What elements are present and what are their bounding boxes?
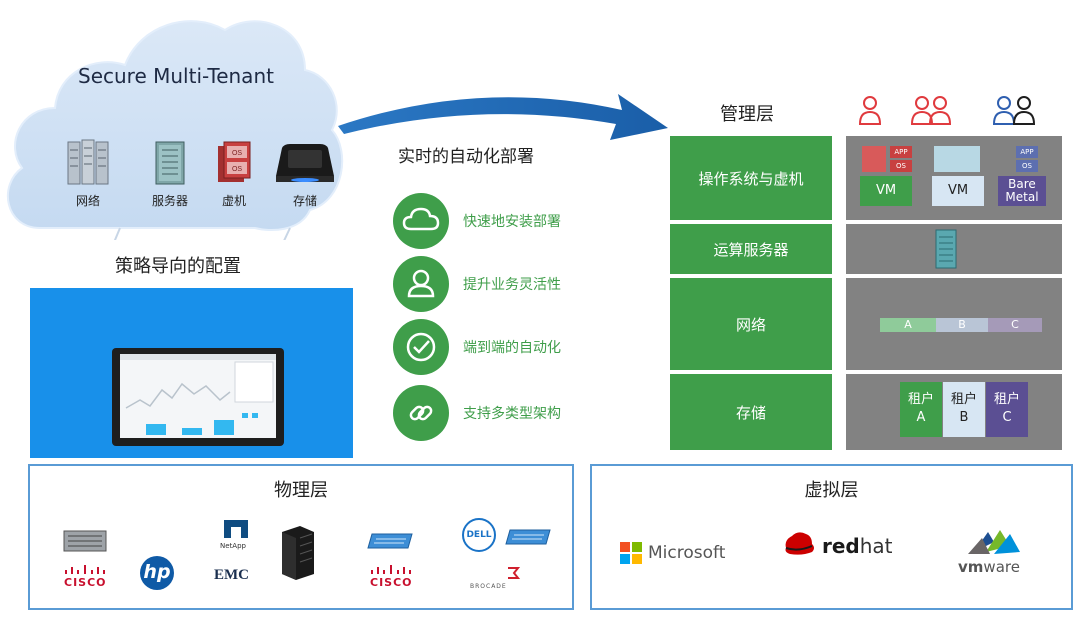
network-segment-b: B xyxy=(936,318,988,332)
server-icon xyxy=(155,141,185,185)
app-label: APP xyxy=(1016,146,1038,158)
mgmt-row-network: 网络 xyxy=(670,278,832,370)
server-tower-icon xyxy=(282,526,314,580)
dell-logo: DELL xyxy=(462,518,496,552)
tenant-b: 租户 B xyxy=(943,382,985,437)
app-block xyxy=(862,146,886,172)
tenant-id: A xyxy=(916,410,926,425)
cloud-item-label: 存储 xyxy=(292,194,317,208)
microsoft-logo: Microsoft xyxy=(648,543,726,563)
virtual-layer-title: 虚拟层 xyxy=(804,480,859,501)
cisco-logo: CISCO xyxy=(64,576,107,589)
tenant-id: B xyxy=(959,410,969,425)
hp-logo: hp xyxy=(140,556,174,590)
network-switch-icon xyxy=(505,529,551,545)
feature-label: 提升业务灵活性 xyxy=(463,277,561,293)
brocade-icon xyxy=(508,567,521,579)
cloud-icon xyxy=(402,207,440,231)
server-icon xyxy=(935,229,957,269)
mgmt-detail-network: A B C xyxy=(846,278,1062,370)
redhat-icon xyxy=(785,532,814,555)
vm-icon: OS OS xyxy=(218,141,251,182)
cloud-title: Secure Multi-Tenant xyxy=(78,64,274,88)
tenant-label: 租户 xyxy=(993,392,1020,407)
redhat-logo-bold: red xyxy=(822,534,860,558)
policy-label: 策略导向的配置 xyxy=(115,256,241,277)
cloud-item-vm: OS OS 虚机 xyxy=(208,138,260,209)
feature-item-fast-deploy: 快速地安装部署 xyxy=(393,193,653,249)
vmware-logo-bold: vm xyxy=(958,558,984,576)
vm-icon-os-top: OS xyxy=(232,150,242,157)
dashboard-monitor-panel xyxy=(30,288,353,458)
cloud-item-label: 服务器 xyxy=(151,194,188,208)
vmware-icon xyxy=(968,530,1020,554)
app-label: APP xyxy=(890,146,912,158)
feature-label: 端到端的自动化 xyxy=(463,340,561,356)
arrow-icon xyxy=(338,94,668,140)
network-switch-icon xyxy=(367,533,413,549)
check-icon xyxy=(406,332,436,362)
cisco-bars-icon xyxy=(65,565,105,574)
feature-label: 支持多类型架构 xyxy=(463,406,561,422)
vmware-logo-light: ware xyxy=(983,558,1020,576)
virtual-layer-panel: 虚拟层 Microsoft redhat vmware xyxy=(590,464,1073,610)
mgmt-row-storage: 存储 xyxy=(670,374,832,450)
storage-icon xyxy=(276,144,334,182)
automation-title: 实时的自动化部署 xyxy=(398,147,534,167)
redhat-logo: redhat xyxy=(822,534,893,558)
network-segment-a: A xyxy=(880,318,936,332)
switch-chassis-icon xyxy=(63,530,107,552)
mgmt-row-compute: 运算服务器 xyxy=(670,224,832,274)
cloud-item-network: 网络 xyxy=(62,138,114,209)
tenant-id: C xyxy=(1002,410,1012,425)
app-block xyxy=(934,146,980,172)
tenant-a: 租户 A xyxy=(900,382,942,437)
tenant-users-icon xyxy=(858,96,1036,125)
os-label: OS xyxy=(1016,160,1038,172)
vm-box: VM xyxy=(860,176,912,206)
tenant-label: 租户 xyxy=(950,392,977,407)
tenant-label: 租户 xyxy=(907,392,934,407)
mgmt-detail-compute xyxy=(846,224,1062,274)
cloud-item-server: 服务器 xyxy=(144,138,196,209)
feature-item-multi-arch: 支持多类型架构 xyxy=(393,385,653,441)
feature-item-end-to-end: 端到端的自动化 xyxy=(393,319,653,375)
os-label: OS xyxy=(890,160,912,172)
netapp-logo: NetApp xyxy=(220,542,246,550)
brocade-logo: BROCADE xyxy=(470,583,507,590)
cisco-logo: CISCO xyxy=(370,576,413,589)
emc-logo: EMC xyxy=(214,567,249,583)
cloud-item-label: 网络 xyxy=(75,194,100,208)
vm-box: VM xyxy=(932,176,984,206)
network-segment-c: C xyxy=(988,318,1042,332)
physical-layer-title: 物理层 xyxy=(274,480,328,501)
feature-label: 快速地安装部署 xyxy=(463,214,561,230)
redhat-logo-light: hat xyxy=(859,534,893,558)
mgmt-detail-storage: 租户 A 租户 B 租户 C xyxy=(846,374,1062,450)
user-icon xyxy=(407,269,435,298)
cloud-item-label: 虚机 xyxy=(221,194,246,208)
bare-metal-box: Bare Metal xyxy=(998,176,1046,206)
cloud-item-storage: 存储 xyxy=(270,138,340,209)
cisco-bars-icon xyxy=(371,565,411,574)
microsoft-windows-icon xyxy=(620,542,642,564)
vmware-logo: vmware xyxy=(958,558,1020,576)
mgmt-row-os-vm: 操作系统与虚机 xyxy=(670,136,832,220)
vm-icon-os-bottom: OS xyxy=(232,166,242,173)
mgmt-detail-os-vm: APP OS VM VM APP OS Bare Metal xyxy=(846,136,1062,220)
monitor-illustration xyxy=(112,348,284,446)
netapp-icon xyxy=(224,520,248,538)
link-icon xyxy=(409,405,433,421)
feature-item-agility: 提升业务灵活性 xyxy=(393,256,653,312)
tenant-c: 租户 C xyxy=(986,382,1028,437)
network-rack-icon xyxy=(67,139,109,185)
management-title: 管理层 xyxy=(720,104,774,125)
physical-layer-panel: 物理层 CISCO hp NetApp EMC CISCO DELL BROCA… xyxy=(28,464,574,610)
